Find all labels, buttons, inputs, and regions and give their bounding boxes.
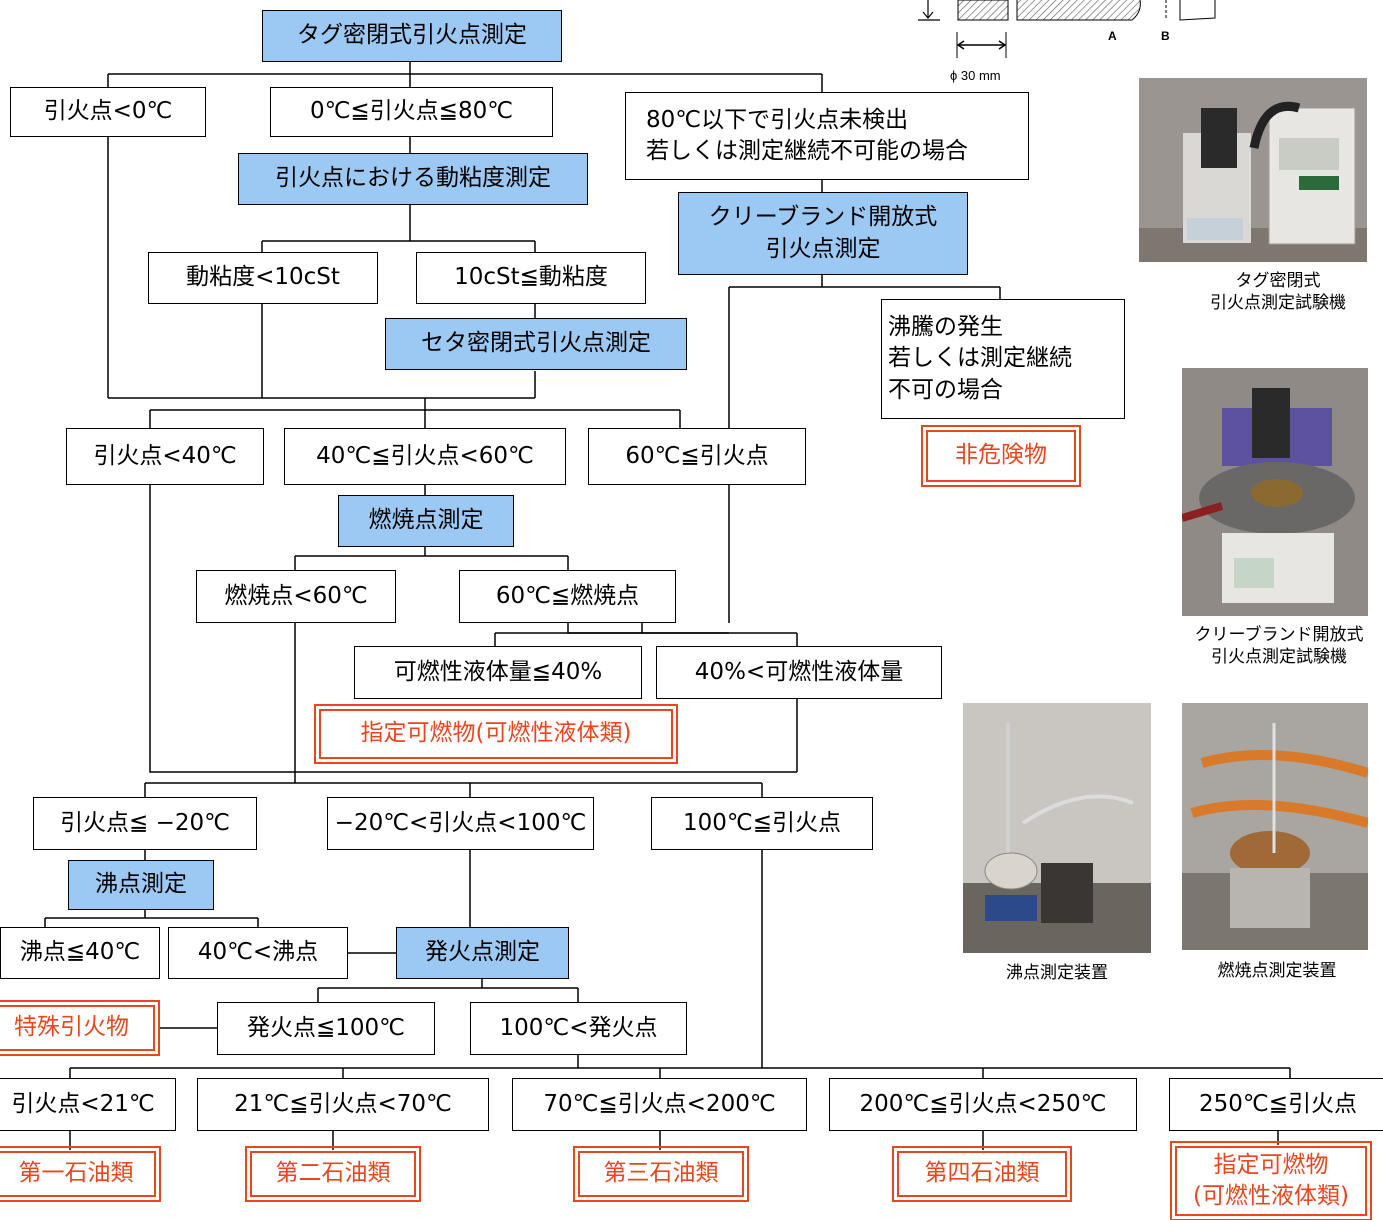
apparatus-diagram	[918, 0, 1216, 58]
boiling-apparatus-photo	[963, 703, 1151, 953]
viscosity-below-10: 動粘度<10cSt	[148, 252, 378, 304]
seta-measurement: セタ密閉式引火点測定	[385, 318, 687, 370]
petroleum-class-3: 第三石油類	[573, 1146, 749, 1202]
designated-combustible-label-2: 指定可燃物 (可燃性液体類)	[1170, 1141, 1372, 1220]
flash-point-60-or-more: 60℃≦引火点	[588, 428, 806, 485]
fire-point-apparatus-photo	[1182, 703, 1368, 950]
flash-point-below-0: 引火点<0℃	[10, 87, 206, 137]
boiling-point-over-40: 40℃<沸点	[168, 927, 348, 979]
petroleum-class-1: 第一石油類	[0, 1146, 161, 1202]
diagram-label-a: A	[1108, 29, 1117, 43]
viscosity-10-or-more: 10cSt≦動粘度	[416, 252, 646, 304]
ignition-point-over-100: 100℃<発火点	[470, 1002, 687, 1055]
liquid-content-40-or-less: 可燃性液体量≦40%	[354, 646, 642, 699]
flash-point-21-to-70: 21℃≦引火点<70℃	[197, 1078, 489, 1131]
cleveland-measurement: クリーブランド開放式 引火点測定	[678, 192, 968, 275]
flash-point-0-to-80: 0℃≦引火点≦80℃	[270, 87, 553, 137]
cleveland-tester-caption: クリーブランド開放式 引火点測定試験機	[1194, 625, 1364, 668]
designated-combustible-label-1: 指定可燃物(可燃性液体類)	[314, 704, 678, 764]
fire-point-measurement: 燃焼点測定	[338, 495, 514, 547]
special-flammable-label: 特殊引火物	[0, 1000, 160, 1056]
flash-point-40-to-60: 40℃≦引火点<60℃	[284, 428, 566, 485]
flash-point-100-or-more: 100℃≦引火点	[651, 797, 873, 850]
diagram-dimension: ϕ 30 mm	[950, 68, 1001, 83]
boiling-point-40-or-less: 沸点≦40℃	[0, 927, 160, 979]
non-hazardous-label: 非危険物	[921, 425, 1081, 487]
tag-tester-photo	[1139, 78, 1367, 262]
flash-point-not-detected: 80℃以下で引火点未検出 若しくは測定継続不可能の場合	[625, 92, 1029, 180]
tag-tester-caption: タグ密閉式 引火点測定試験機	[1210, 271, 1346, 314]
liquid-content-over-40: 40%<可燃性液体量	[656, 646, 942, 699]
flash-point-below-21: 引火点<21℃	[0, 1078, 176, 1131]
boiling-point-measurement: 沸点測定	[68, 860, 214, 910]
petroleum-class-4: 第四石油類	[892, 1146, 1072, 1202]
fire-point-apparatus-caption: 燃焼点測定装置	[1217, 961, 1337, 981]
viscosity-measurement: 引火点における動粘度測定	[238, 153, 588, 205]
fire-point-below-60: 燃焼点<60℃	[196, 570, 396, 623]
flash-point-minus-20-to-100: −20℃<引火点<100℃	[327, 797, 594, 850]
flash-point-250-or-more: 250℃≦引火点	[1169, 1078, 1383, 1131]
flash-point-70-to-200: 70℃≦引火点<200℃	[512, 1078, 807, 1131]
fire-point-60-or-more: 60℃≦燃焼点	[459, 570, 676, 623]
ignition-point-100-or-less: 発火点≦100℃	[217, 1002, 435, 1055]
petroleum-class-2: 第二石油類	[245, 1146, 421, 1202]
ignition-point-measurement: 発火点測定	[396, 927, 569, 979]
boiling-apparatus-caption: 沸点測定装置	[1006, 963, 1108, 983]
diagram-label-b: B	[1161, 29, 1170, 43]
cleveland-tester-photo	[1182, 368, 1368, 616]
boiling-or-failure: 沸騰の発生 若しくは測定継続 不可の場合	[881, 299, 1125, 419]
tag-flash-point-measurement: タグ密閉式引火点測定	[262, 10, 562, 62]
flash-point-below-40: 引火点<40℃	[66, 428, 264, 485]
flash-point-minus-20-or-less: 引火点≦ −20℃	[33, 797, 257, 850]
flash-point-200-to-250: 200℃≦引火点<250℃	[829, 1078, 1137, 1131]
